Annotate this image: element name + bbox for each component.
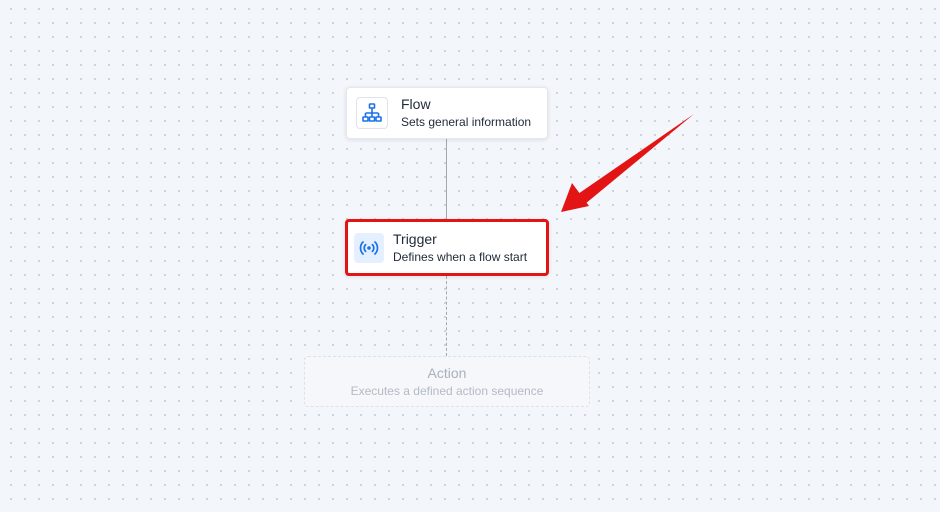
sitemap-icon: [356, 97, 388, 129]
connector-flow-trigger: [446, 139, 447, 219]
trigger-node-subtitle: Defines when a flow start: [393, 249, 528, 264]
flow-node-title: Flow: [401, 96, 431, 112]
action-node-subtitle: Executes a defined action sequence: [350, 383, 544, 398]
broadcast-icon: [354, 232, 384, 263]
action-node-placeholder[interactable]: Action Executes a defined action sequenc…: [304, 356, 590, 407]
connector-trigger-action: [446, 276, 447, 356]
flow-node[interactable]: Flow Sets general information: [346, 87, 548, 139]
flow-node-subtitle: Sets general information: [401, 115, 532, 129]
action-node-title: Action: [427, 364, 467, 381]
trigger-node[interactable]: Trigger Defines when a flow start: [345, 219, 549, 276]
trigger-node-title: Trigger: [393, 230, 437, 247]
